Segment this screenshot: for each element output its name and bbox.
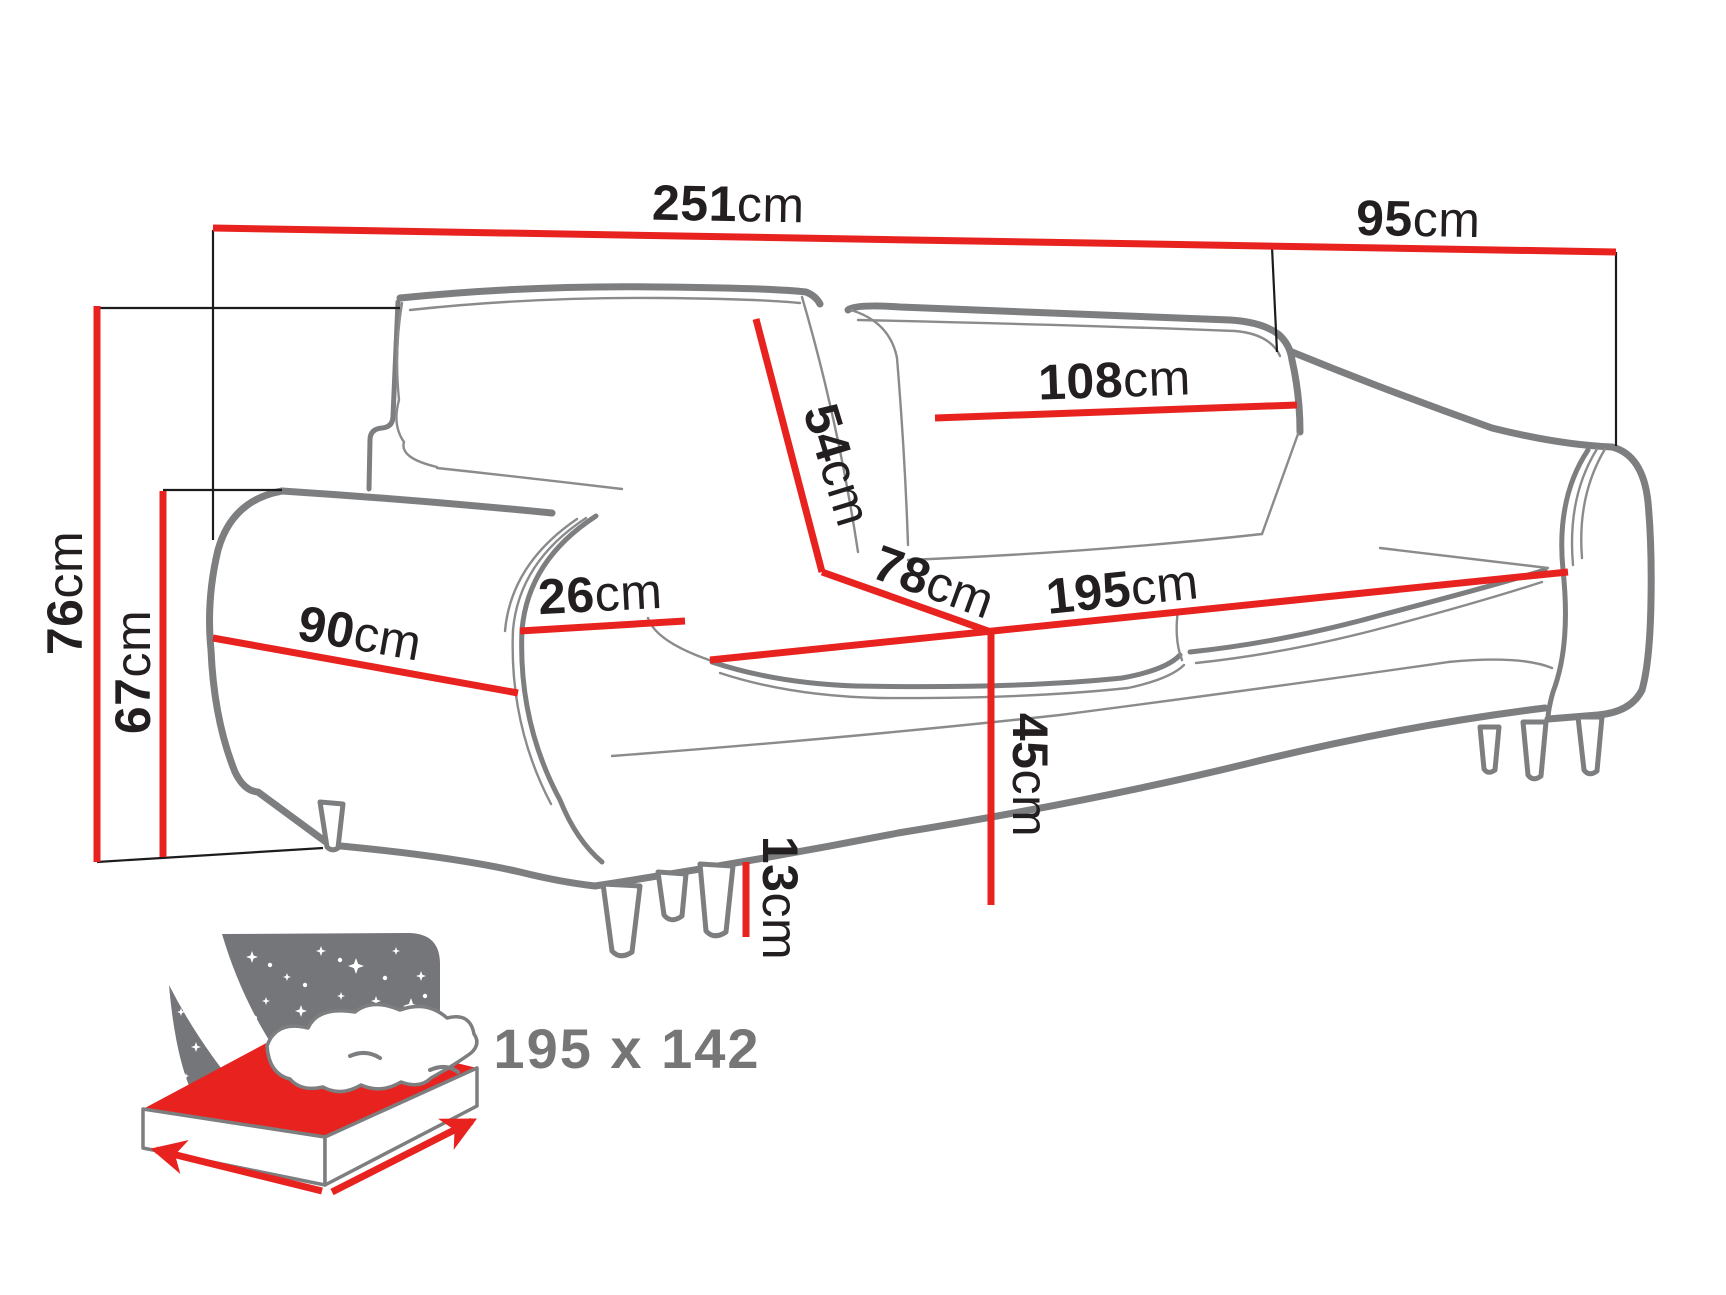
label-armrest-height: 67cm <box>105 610 161 734</box>
dim-line-armrest-length-90 <box>212 634 519 697</box>
ext-floor-baseline <box>96 846 324 864</box>
left-armrest-outer <box>206 487 334 849</box>
sofa-leg-front-left <box>317 799 346 853</box>
dimension-lines <box>93 224 1617 937</box>
extension-lines <box>96 230 1618 864</box>
sofa-leg-left-1 <box>600 881 643 959</box>
sleeping-area-label: 195 x 142 <box>493 1017 760 1080</box>
label-armrest-width: 26cm <box>537 563 664 625</box>
sofa-drawing <box>206 283 1655 959</box>
ext-width-depth-junction <box>1270 246 1279 353</box>
label-overall-width: 251cm <box>652 175 806 234</box>
seat-cushion-left-piping <box>718 663 1186 700</box>
seat-cushion-left-front <box>709 652 1183 690</box>
label-overall-height: 76cm <box>37 531 93 655</box>
dim-line-seat-width-195 <box>709 568 1569 664</box>
back-cushion-left <box>396 283 824 308</box>
right-armrest-piping2 <box>1580 447 1607 560</box>
back-cushion-left-edge <box>395 301 439 469</box>
sofa-leg-right-3 <box>1575 714 1605 777</box>
right-armrest-outer <box>1544 443 1655 723</box>
left-armrest-arch <box>519 513 605 865</box>
label-armrest-length: 90cm <box>294 595 426 672</box>
seat-cushion-right-top-edge <box>1378 546 1550 570</box>
back-cushion-right-piping <box>856 318 1282 358</box>
sofa-bed-icon <box>141 933 479 1196</box>
label-back-cushion-width: 108cm <box>1037 349 1191 410</box>
back-cushion-left-piping <box>408 296 802 312</box>
pillow-crease-right <box>428 1065 460 1074</box>
pillow-crease-left <box>348 1051 382 1060</box>
label-overall-depth: 95cm <box>1356 190 1481 248</box>
sofa-leg-right-2 <box>1520 719 1549 782</box>
dim-line-back-cushion-108 <box>934 401 1298 422</box>
label-seat-width: 195cm <box>1043 553 1201 625</box>
dim-line-armrest-width-26 <box>519 617 686 635</box>
right-armrest-piping1 <box>1570 447 1599 567</box>
dim-line-seat-depth-78 <box>820 568 993 636</box>
sofa-back-left-side <box>366 299 401 492</box>
back-cushion-left-right-edge <box>800 295 860 554</box>
seat-cushion-right-piping <box>1194 580 1544 665</box>
arrow-length <box>150 1140 323 1195</box>
seat-cushion-divider <box>1175 608 1184 662</box>
arrow-width <box>330 1117 477 1196</box>
back-cushion-right-left-edge <box>849 308 910 547</box>
seat-cushion-right-front <box>1187 567 1548 655</box>
left-armrest-top <box>278 487 556 517</box>
label-leg-height: 13cm <box>752 836 808 960</box>
label-seat-height: 45cm <box>1002 713 1058 837</box>
seat-base-crease <box>610 658 1554 758</box>
sofa-leg-left-2 <box>655 869 689 923</box>
left-armrest-arch-piping2 <box>503 517 579 633</box>
left-armrest-arch-piping1 <box>511 516 588 806</box>
dim-line-overall-width-depth <box>212 224 1617 256</box>
back-cushion-right <box>844 302 1304 436</box>
mattress-side-right <box>323 1066 479 1187</box>
sofa-leg-left-3 <box>697 861 736 939</box>
moon-horn-shape <box>169 985 241 1093</box>
right-armrest-inner <box>1545 447 1591 722</box>
base-rail <box>326 704 1549 890</box>
sofa-leg-right-1 <box>1477 724 1502 775</box>
dim-line-backrest-height-54 <box>752 318 826 573</box>
back-cushion-right-bottom <box>906 432 1300 562</box>
dimension-labels: 251cm 95cm 108cm 54cm 78cm 195cm 26cm 90… <box>37 175 1481 960</box>
duvet-pillows <box>265 1002 479 1094</box>
backrest-seat-crease <box>435 466 624 491</box>
back-frame-top-right <box>1288 348 1616 451</box>
